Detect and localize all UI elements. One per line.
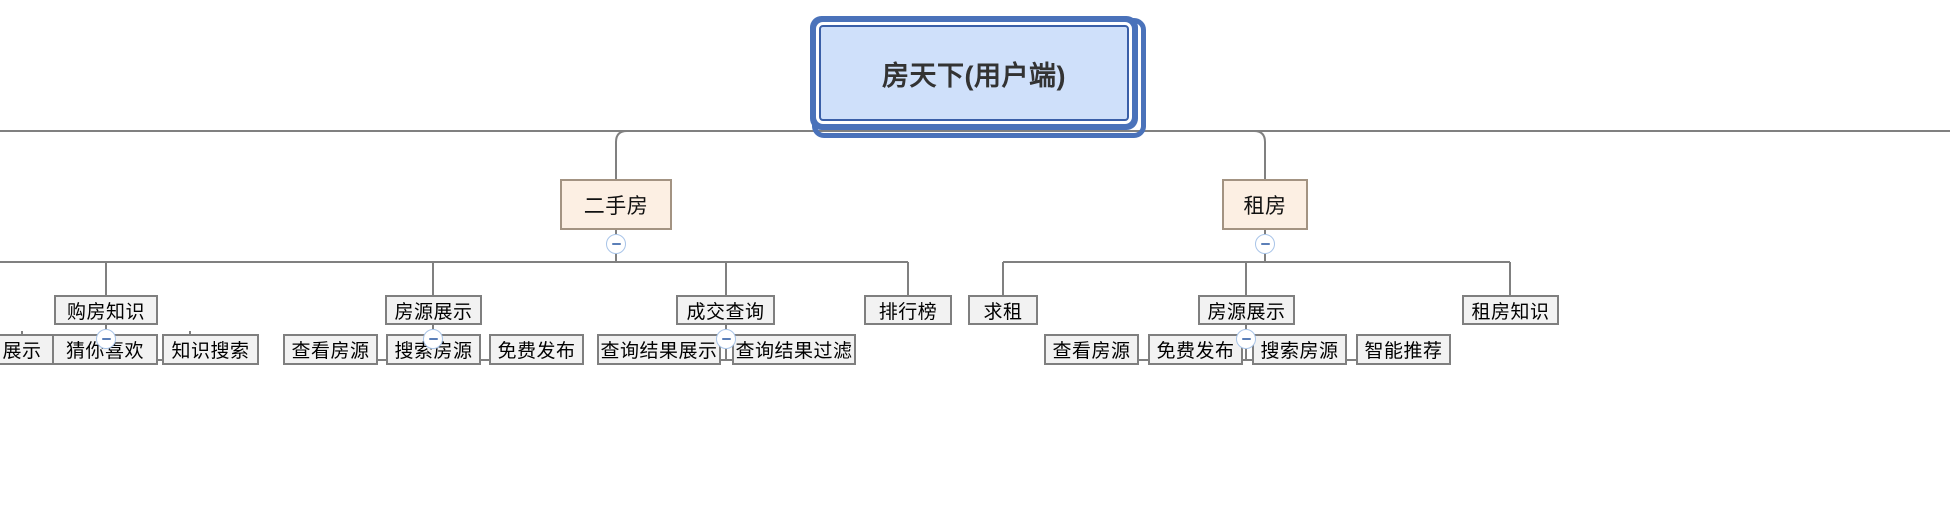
- node-zufang-label: 租房: [1243, 194, 1287, 218]
- minus-circle-icon: [101, 338, 111, 340]
- leaf-mianfeifabu-ershoufang[interactable]: 免费发布: [489, 334, 584, 365]
- leaf-chakanfangyuan-zufang-label: 查看房源: [1052, 341, 1131, 362]
- node-fangyuanzhanshi-ershoufang[interactable]: 房源展示: [385, 295, 482, 325]
- node-goufangzhishi-label: 购房知识: [66, 301, 145, 323]
- leaf-zhinengtuijian-label: 智能推荐: [1364, 341, 1443, 362]
- node-goufangzhishi[interactable]: 购房知识: [54, 295, 158, 325]
- node-fangyuanzhanshi-zufang-label: 房源展示: [1207, 301, 1286, 323]
- leaf-zhishisousuo-label: 知识搜索: [171, 341, 250, 362]
- toggle-goufangzhishi[interactable]: [96, 329, 116, 349]
- toggle-ershoufang[interactable]: [606, 234, 626, 254]
- minus-circle-icon: [1260, 243, 1270, 245]
- leaf-chaxunjieguoguolv[interactable]: 查询结果过滤: [732, 334, 856, 365]
- leaf-chakanfangyuan-ershoufang[interactable]: 查看房源: [283, 334, 378, 365]
- node-fangyuanzhanshi-zufang[interactable]: 房源展示: [1198, 295, 1295, 325]
- node-zufang[interactable]: 租房: [1222, 179, 1308, 230]
- node-zufangzhishi[interactable]: 租房知识: [1462, 295, 1559, 325]
- node-ershoufang-label: 二手房: [583, 194, 649, 218]
- leaf-chaxunjieguoguolv-label: 查询结果过滤: [735, 341, 853, 362]
- leaf-zhanshi-label: 展示: [2, 341, 42, 362]
- node-chengjiaochaxun[interactable]: 成交查询: [676, 295, 775, 325]
- node-zufangzhishi-label: 租房知识: [1471, 301, 1550, 323]
- leaf-mianfeifabu-zufang-label: 免费发布: [1156, 341, 1235, 362]
- link-spine-to-ershoufang: [615, 130, 637, 179]
- node-root-label: 房天下(用户端): [882, 60, 1066, 91]
- toggle-chengjiaochaxun[interactable]: [716, 329, 736, 349]
- node-ershoufang[interactable]: 二手房: [560, 179, 672, 230]
- leaf-zhinengtuijian[interactable]: 智能推荐: [1356, 334, 1451, 365]
- leaf-mianfeifabu-ershoufang-label: 免费发布: [497, 341, 576, 362]
- node-qiuzu-label: 求租: [983, 301, 1023, 323]
- minus-circle-icon: [721, 338, 731, 340]
- leaf-chaxunjieguozhanshi-label: 查询结果展示: [600, 341, 718, 362]
- node-qiuzu[interactable]: 求租: [968, 295, 1038, 325]
- node-chengjiaochaxun-label: 成交查询: [686, 301, 765, 323]
- toggle-zufang[interactable]: [1255, 234, 1275, 254]
- leaf-chakanfangyuan-zufang[interactable]: 查看房源: [1044, 334, 1139, 365]
- leaf-mianfeifabu-zufang[interactable]: 免费发布: [1148, 334, 1243, 365]
- node-fangyuanzhanshi-ershoufang-label: 房源展示: [394, 301, 473, 323]
- toggle-fangyuanzhanshi-ershoufang[interactable]: [423, 329, 443, 349]
- leaf-chakanfangyuan-ershoufang-label: 查看房源: [291, 341, 370, 362]
- minus-circle-icon: [611, 243, 621, 245]
- minus-circle-icon: [428, 338, 438, 340]
- leaf-sousuofangyuan-zufang-label: 搜索房源: [1260, 341, 1339, 362]
- link-spine-to-zufang: [1243, 130, 1266, 179]
- node-paihangbang[interactable]: 排行榜: [864, 295, 952, 325]
- node-root[interactable]: 房天下(用户端): [819, 25, 1129, 121]
- leaf-chaxunjieguozhanshi[interactable]: 查询结果展示: [597, 334, 721, 365]
- leaf-zhishisousuo[interactable]: 知识搜索: [162, 334, 259, 365]
- minus-circle-icon: [1241, 338, 1251, 340]
- node-paihangbang-label: 排行榜: [878, 301, 938, 323]
- toggle-fangyuanzhanshi-zufang[interactable]: [1236, 329, 1256, 349]
- leaf-sousuofangyuan-zufang[interactable]: 搜索房源: [1252, 334, 1347, 365]
